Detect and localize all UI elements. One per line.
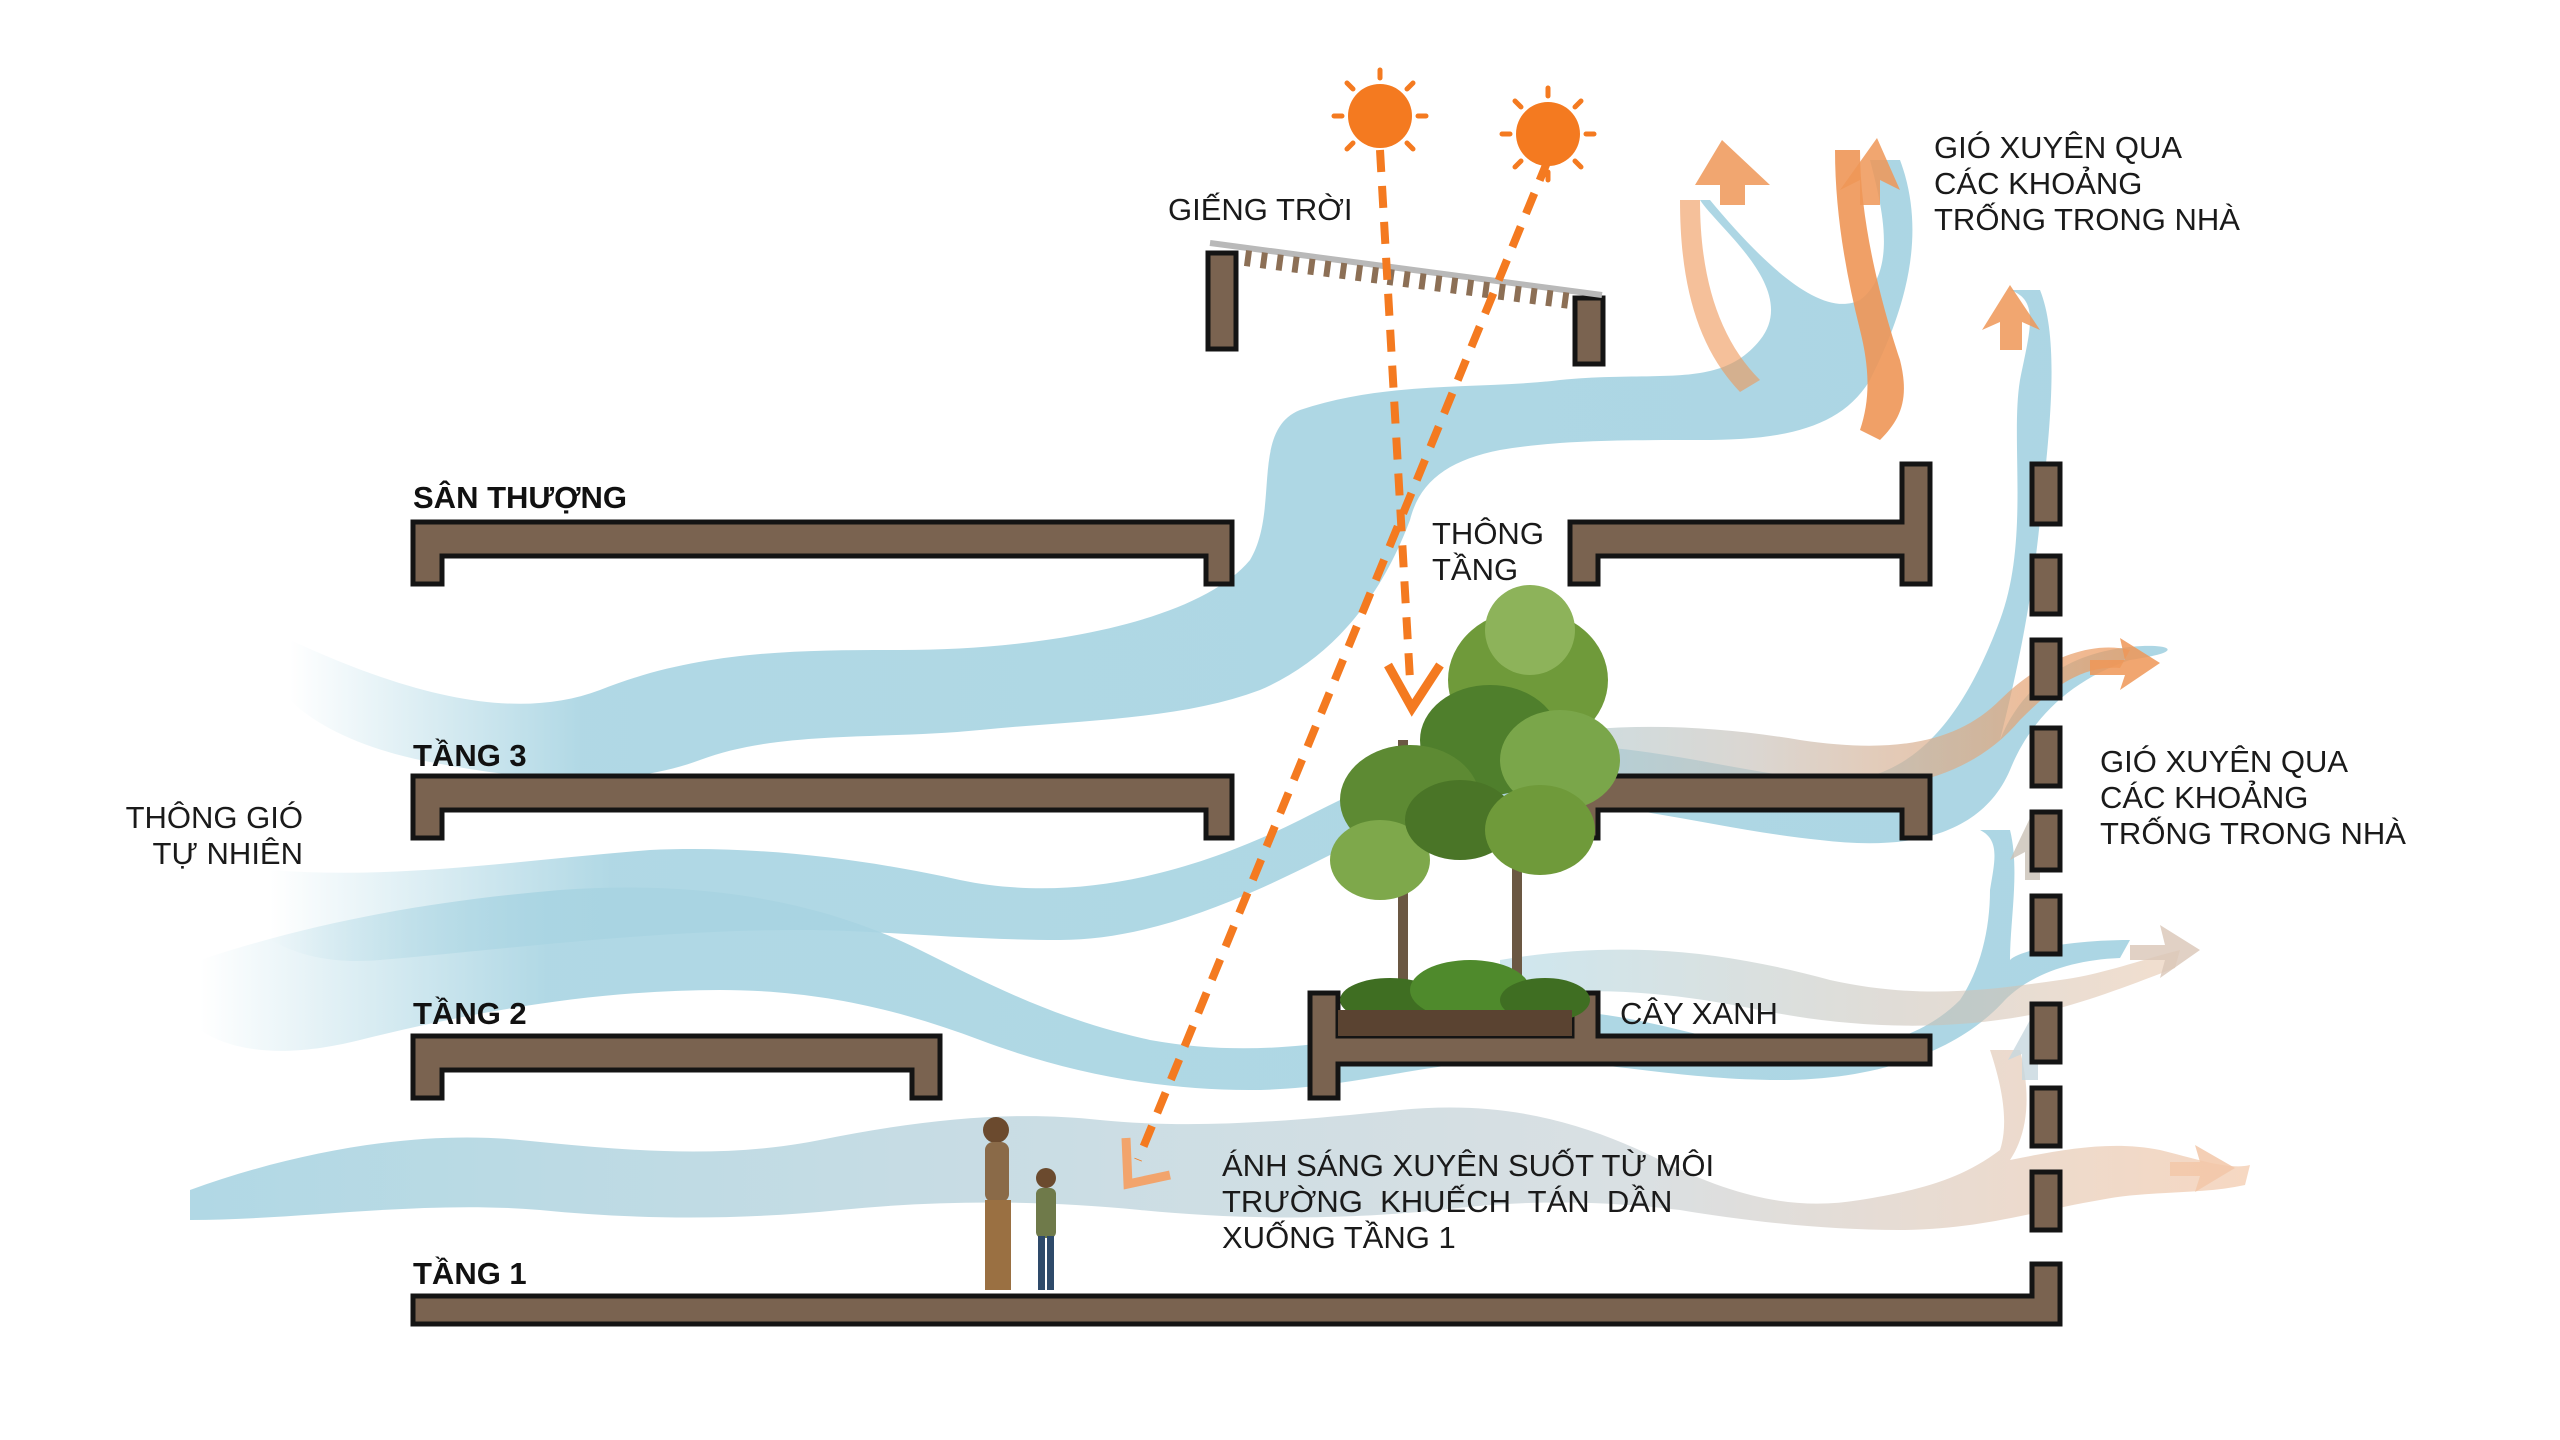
label-light-3: XUỐNG TẦNG 1 [1222,1219,1456,1255]
label-light-1: ÁNH SÁNG XUYÊN SUỐT TỪ MÔI [1222,1147,1714,1183]
right-wall [2029,461,2063,1233]
skylight-louvers [1243,250,1580,310]
label-rooftop: SÂN THƯỢNG [413,479,627,515]
skylight-wall-right [1572,295,1606,367]
labels: GIẾNG TRỜI GIÓ XUYÊN QUA CÁC KHOẢNG TRỐN… [126,130,2407,1291]
label-natural-vent-1: THÔNG GIÓ [126,800,303,835]
floor3-slab-left [410,773,1235,841]
light-rays [1121,149,1552,1190]
arrow-icon [1695,140,1770,205]
label-wind-right-3: TRỐNG TRONG NHÀ [2100,815,2406,851]
label-floor1: TẦNG 1 [413,1256,527,1291]
label-wind-top-1: GIÓ XUYÊN QUA [1934,130,2182,165]
person-icon [983,1117,1056,1290]
tree-icon [1330,585,1620,1036]
arrow-icon [2130,925,2200,978]
wind-stream-lower-right [1500,949,2180,1026]
light-ray-2 [1134,158,1552,1162]
rooftop-slab-right [1567,461,1933,587]
floor1-slab [410,1261,2063,1327]
label-void-1: THÔNG [1432,516,1544,551]
wind-stream-top-right [1835,150,1904,440]
sun-icon [1499,85,1597,183]
arrow-icon [1840,138,1900,205]
label-skylight: GIẾNG TRỜI [1168,192,1352,227]
skylight-wall-left [1205,250,1239,352]
arrow-icon [2090,638,2160,690]
building-section [410,240,2063,1327]
wind-stream-top-right-2 [1680,200,1760,392]
light-ray-1 [1376,149,1414,681]
label-wind-right-1: GIÓ XUYÊN QUA [2100,744,2348,779]
floor2-slab-left [410,1033,943,1101]
rooftop-slab-left [410,519,1235,587]
arrow-icon [1982,285,2040,350]
label-wind-right-2: CÁC KHOẢNG [2100,780,2308,815]
label-green: CÂY XANH [1620,996,1778,1031]
skylight-glass [1209,240,1603,298]
label-floor3: TẦNG 3 [413,738,527,773]
label-wind-top-3: TRỐNG TRONG NHÀ [1934,201,2240,237]
arrow-icon [1384,662,1444,717]
label-void-2: TẦNG [1432,552,1518,587]
label-light-2: TRƯỜNG KHUẾCH TÁN DẦN [1222,1184,1672,1219]
arrow-icon [1121,1137,1171,1190]
wind-stream-lower [200,830,2130,1090]
wind-stream-upper [290,160,1913,779]
arrow-icon [2170,1145,2235,1192]
label-floor2: TẦNG 2 [413,996,527,1031]
label-natural-vent-2: TỰ NHIÊN [153,836,303,871]
wind-stream-bottom [190,1050,2250,1230]
sun-icon [1331,67,1429,165]
label-wind-top-2: CÁC KHOẢNG [1934,166,2142,201]
